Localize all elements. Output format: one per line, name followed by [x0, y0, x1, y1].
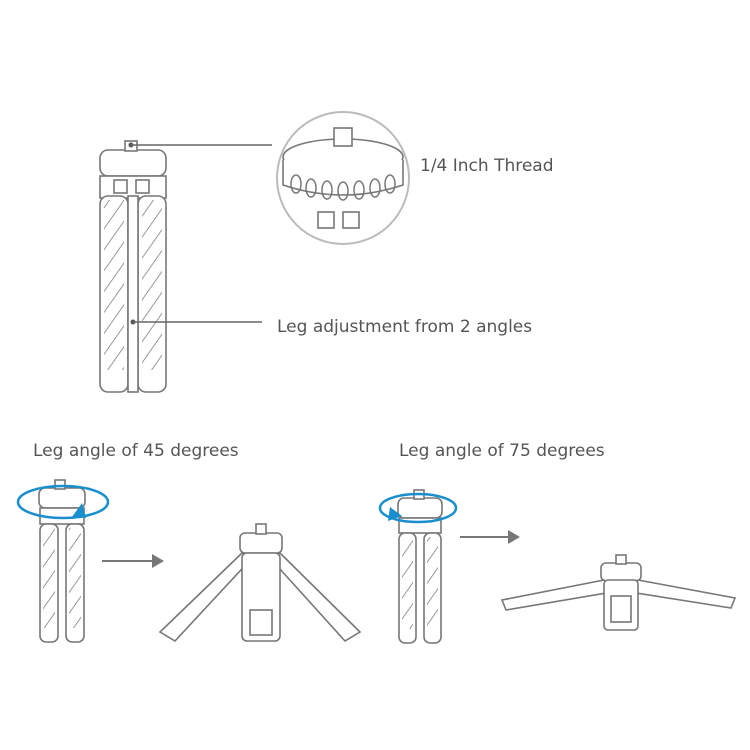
callout-lines [128, 142, 272, 325]
angle-45-caption: Leg angle of 45 degrees [33, 441, 239, 461]
tripod-45-closed [38, 479, 86, 643]
right-arrow-icon-2 [460, 530, 520, 544]
rotate-arrow-icon-2 [378, 492, 458, 524]
closed-tripod-illustration [99, 140, 167, 393]
tripod-45-open [158, 523, 362, 643]
rotate-arrow-icon [16, 484, 110, 520]
thread-label: 1/4 Inch Thread [420, 156, 554, 176]
angle-75-caption: Leg angle of 75 degrees [399, 441, 605, 461]
tripod-75-closed [397, 489, 443, 644]
right-arrow-icon [102, 554, 164, 568]
leg-adjustment-label: Leg adjustment from 2 angles [277, 317, 533, 337]
tripod-75-open [500, 554, 737, 631]
thread-magnifier [276, 111, 410, 245]
